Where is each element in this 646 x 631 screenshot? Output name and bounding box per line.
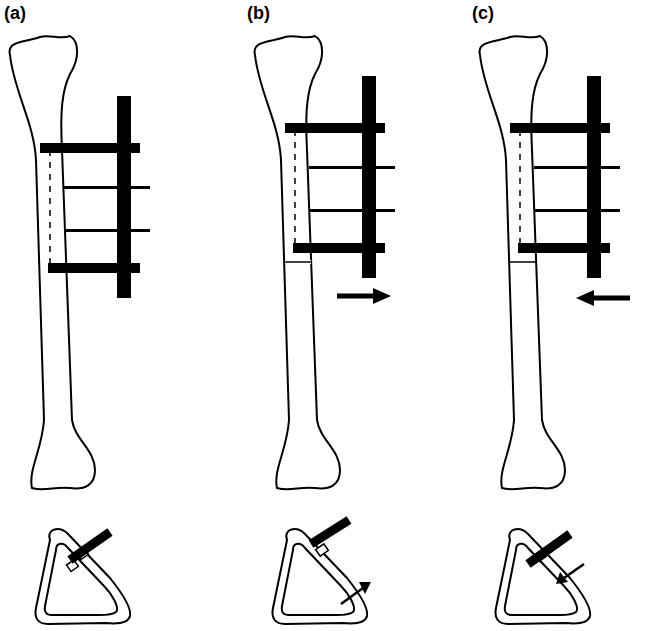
cross-section [496, 529, 591, 624]
panel-label: (c) [472, 4, 494, 22]
cross-section [36, 529, 131, 624]
cross-section [273, 520, 372, 624]
panel-label: (a) [4, 4, 26, 22]
external-fixator [40, 96, 150, 298]
panel-label: (b) [247, 4, 270, 22]
tibia-displaced-out [255, 36, 395, 489]
tibia-bone [10, 36, 95, 489]
tibia-displaced-in [480, 36, 630, 489]
